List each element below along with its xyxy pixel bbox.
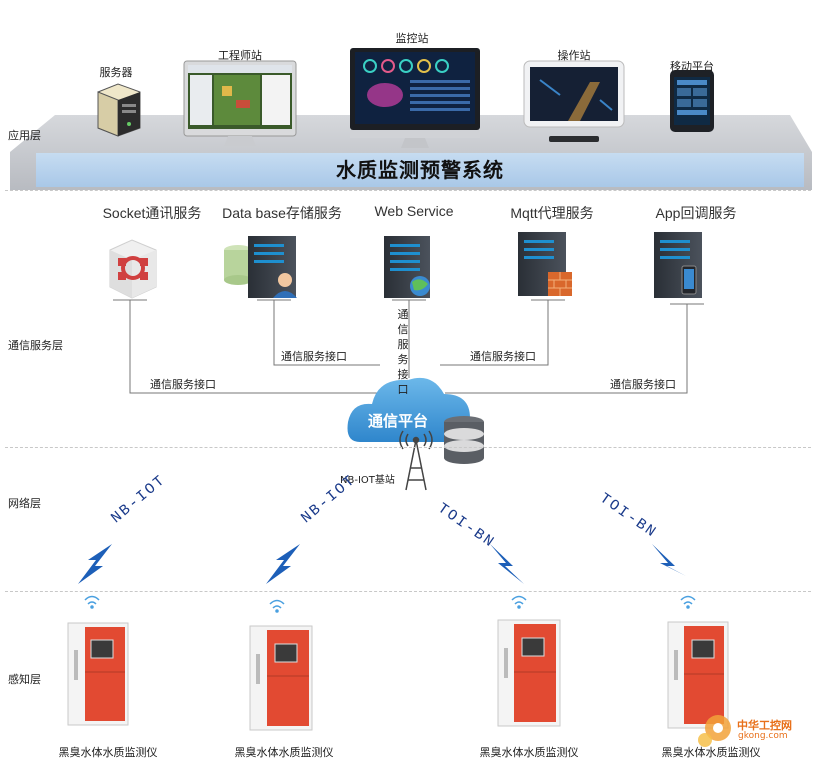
layer-label-application: 应用层 [8, 129, 41, 142]
base-station-label: NB-IOT基站 [340, 475, 395, 486]
firewall-server-icon [518, 232, 572, 296]
divider-2 [5, 447, 811, 448]
database-server-icon [224, 236, 297, 298]
layer-label-perception: 感知层 [8, 673, 41, 686]
service-label-database: Data base存储服务 [222, 205, 342, 221]
device-label-operator: 操作站 [557, 49, 591, 62]
web-server-icon [384, 236, 430, 298]
sensor-label-3: 黑臭水体水质监测仪 [479, 746, 579, 759]
lightning-icon-2 [266, 544, 300, 584]
monitor-cabinet-1 [67, 622, 129, 726]
device-label-engineer: 工程师站 [218, 49, 262, 62]
interface-label-outer-right: 通信服务接口 [610, 378, 676, 391]
device-label-monitor: 监控站 [395, 32, 429, 45]
sensor-label-1: 黑臭水体水质监测仪 [58, 746, 158, 759]
device-label-server: 服务器 [99, 66, 133, 79]
service-label-socket: Socket通讯服务 [102, 205, 202, 221]
monitor-cabinet-2 [249, 625, 313, 731]
large-monitor-icon [350, 48, 480, 148]
sensor-label-2: 黑臭水体水质监测仪 [234, 746, 334, 759]
layer-label-network: 网络层 [8, 497, 41, 510]
imac-monitor-icon [183, 60, 297, 146]
interface-label-outer-left: 通信服务接口 [150, 378, 216, 391]
wifi-icon-3 [511, 595, 527, 609]
wifi-icon-4 [680, 595, 696, 609]
tablet-icon [523, 60, 625, 142]
watermark-text: 中华工控网 [737, 719, 792, 732]
lightning-icon-4 [652, 544, 686, 576]
device-label-mobile: 移动平台 [670, 60, 714, 73]
cloud-icon [347, 377, 471, 442]
lightning-bolts [78, 544, 686, 584]
service-connectors [113, 299, 704, 394]
wifi-icon-2 [269, 599, 285, 613]
sensor-label-4: 黑臭水体水质监测仪 [661, 746, 761, 759]
monitor-cabinet-3 [497, 619, 561, 727]
platform-title: 通信平台 [368, 412, 429, 430]
server-tower-icon [97, 83, 141, 137]
monitor-cabinet-4 [667, 621, 729, 729]
watermark-gear-icon [698, 715, 731, 747]
socket-cube-icon [109, 239, 157, 299]
interface-label-center: 通信服务接口 [397, 308, 409, 396]
system-title-band [36, 153, 804, 187]
divider-1 [5, 190, 811, 191]
lightning-icon-3 [490, 544, 524, 584]
app-server-icon [654, 232, 702, 298]
watermark-url: gkong.com [738, 731, 788, 741]
layer-label-communication: 通信服务层 [8, 339, 63, 352]
smartphone-icon [670, 70, 714, 132]
database-icon [444, 416, 484, 464]
service-label-mqtt: Mqtt代理服务 [510, 205, 594, 221]
interface-label-inner-right: 通信服务接口 [470, 350, 536, 363]
wifi-icon-1 [84, 595, 100, 609]
system-title: 水质监测预警系统 [336, 158, 504, 182]
wifi-signals [84, 595, 696, 613]
interface-label-inner-left: 通信服务接口 [281, 350, 347, 363]
service-label-app: App回调服务 [655, 205, 737, 221]
service-label-web: Web Service [374, 203, 454, 219]
divider-3 [5, 591, 811, 592]
lightning-icon-1 [78, 544, 112, 584]
